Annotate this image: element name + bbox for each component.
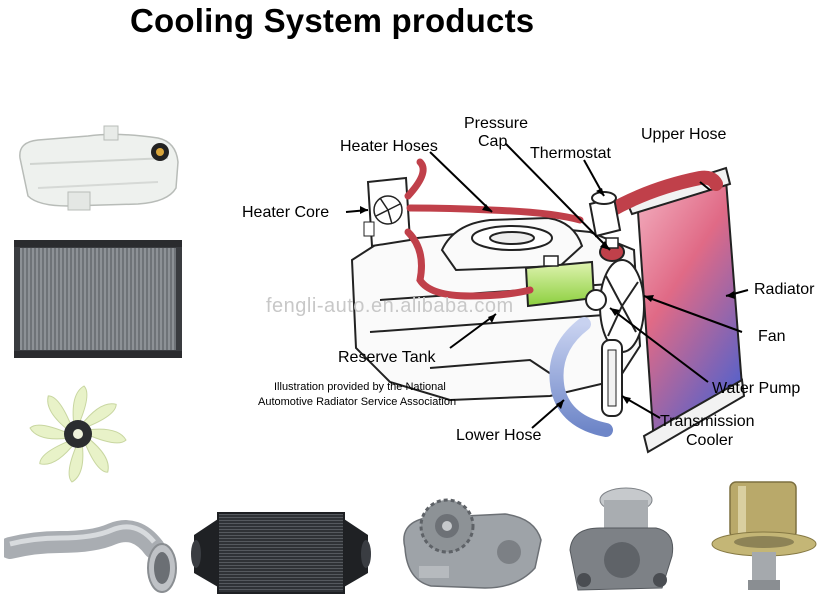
label-pressure-cap-line2: Cap [478,133,507,150]
thermostat-icon [711,481,817,590]
label-thermostat: Thermostat [530,145,611,162]
heater-core [363,176,412,248]
credit-line-1: Illustration provided by the National [274,381,446,393]
water-pump-gear-icon [403,498,542,589]
label-radiator: Radiator [754,281,815,298]
leader-arrowheads [360,188,735,409]
watermark-text: fengli-auto.en.alibaba.com [266,295,514,317]
water-pump-icon [569,487,674,591]
label-heater-core: Heater Core [242,204,329,221]
label-upper-hose: Upper Hose [641,126,726,143]
credit-line-2: Automotive Radiator Service Association [258,396,456,408]
label-reserve-tank: Reserve Tank [338,349,437,366]
water-pump [585,289,607,311]
cooling-system-diagram: fengli-auto.en.alibaba.com Heater Hoses … [242,115,815,454]
transmission-cooler [601,339,623,417]
radiator-core-icon [14,240,182,358]
reserve-tank [524,255,596,308]
intercooler-icon [191,512,371,594]
label-water-pump: Water Pump [712,380,800,397]
lower-hose [549,317,613,437]
label-transmission-cooler-line2: Cooler [686,432,734,449]
thermostat-housing [588,191,622,238]
coolant-pipe-icon [4,520,177,593]
label-lower-hose: Lower Hose [456,427,541,444]
label-fan: Fan [758,328,786,345]
page-title: Cooling System products [130,2,535,39]
label-heater-hoses: Heater Hoses [340,138,438,155]
coolant-reservoir-tank-icon [19,125,179,211]
cooling-fan-blade-icon [29,385,127,483]
label-pressure-cap-line1: Pressure [464,115,528,132]
fan [599,259,645,353]
label-transmission-cooler-line1: Transmission [660,413,755,430]
upper-hose [601,170,723,219]
